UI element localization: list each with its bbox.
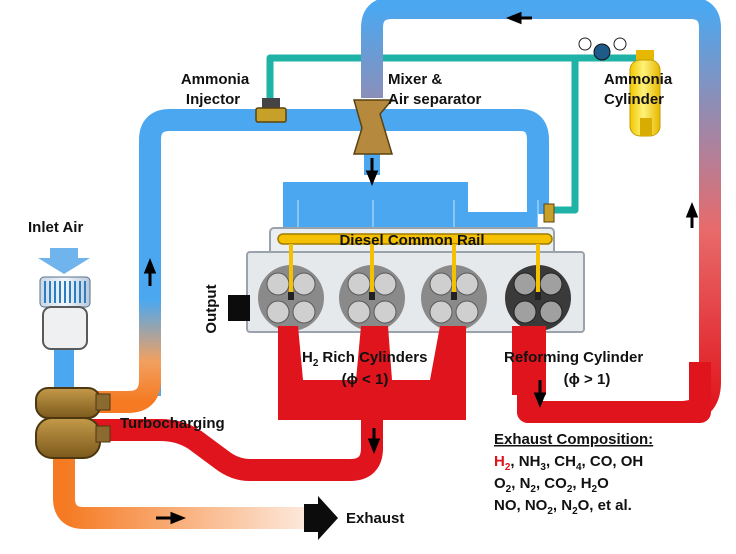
turbo-intake-pipe [92,300,161,413]
diesel-rail-label: Diesel Common Rail [339,232,484,249]
output-shaft [228,295,250,321]
exhaust-composition-line-3: NO, NO2, N2O, et al. [494,497,632,517]
arrow-right-exhaust [156,511,187,525]
mixer-air-separator [352,99,394,155]
ammonia-cylinder-label-1: Ammonia [604,71,673,88]
inlet-air-label: Inlet Air [28,219,83,236]
engine-block [228,227,585,333]
turbocharging-label: Turbocharging [120,415,225,432]
reforming-exhaust [512,326,546,395]
air-filter [38,248,91,350]
arrow-up-left [143,257,157,286]
diesel-common-rail [277,233,553,300]
exhaust-outlet-pipe [53,455,306,529]
inlet-air-arrow [38,248,90,274]
ammonia-cylinder-label-2: Cylinder [604,91,664,108]
exhaust-composition-title: Exhaust Composition: [494,431,653,448]
exhaust-arrow [304,496,338,540]
ammonia-injector [255,98,287,123]
mixer-label-2: Air separator [388,91,482,108]
exhaust-to-turbine [92,419,383,481]
reforming-label: Reforming Cylinder [504,349,643,366]
intake-manifold [283,182,538,232]
exhaust-composition-line-1: H2, NH3, CH4, CO, OH [494,453,643,473]
output-label: Output [203,284,220,333]
flow-arrows [143,11,699,525]
manifold-runners [297,200,539,234]
exhaust-return-bottom [517,362,711,423]
arrow-up-right [685,201,699,228]
cylinders [258,265,571,331]
arrow-down-reformer [533,380,547,409]
arrow-down-exhaust [367,428,381,455]
ammonia-injector-label-2: Injector [186,91,240,108]
exhaust-manifold [278,326,466,420]
turbocharger [35,387,111,459]
reforming-phi: (ϕ > 1) [564,371,611,388]
ammonia-port [543,203,555,223]
arrow-left-top [505,11,532,25]
exhaust-composition-line-2: O2, N2, CO2, H2O [494,475,609,495]
arrow-down-mixer [365,158,379,187]
ammonia-cylinder [578,37,661,137]
ammonia-injector-label-1: Ammonia [181,71,250,88]
h2-rich-phi: (ϕ < 1) [342,371,389,388]
exhaust-label: Exhaust [346,510,404,527]
mixer-label-1: Mixer & [388,71,442,88]
